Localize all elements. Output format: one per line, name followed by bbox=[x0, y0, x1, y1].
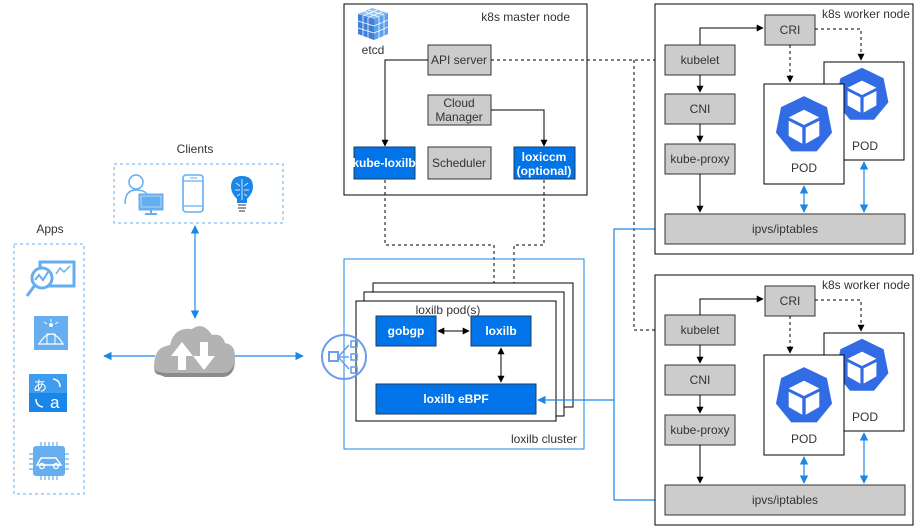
clients-label: Clients bbox=[177, 142, 214, 156]
cni-label: CNI bbox=[690, 102, 711, 116]
clients-container bbox=[113, 163, 284, 224]
kubelet-label: kubelet bbox=[681, 323, 720, 337]
translator-icon[interactable]: あ a bbox=[29, 374, 67, 412]
ai-lightbulb-icon[interactable] bbox=[231, 176, 253, 212]
apps-group: Apps あ a bbox=[13, 222, 85, 495]
automotive-chip-icon[interactable] bbox=[29, 442, 69, 480]
loxilb-label: loxilb bbox=[485, 324, 516, 338]
kubelet-cri-link bbox=[699, 295, 764, 315]
kube-proxy-box[interactable] bbox=[664, 414, 736, 446]
kubelet-label: kubelet bbox=[681, 53, 720, 67]
cloud-manager-to-loxiccm-link bbox=[491, 109, 548, 147]
pod-front-label: POD bbox=[791, 432, 817, 446]
etcd-icon[interactable] bbox=[357, 8, 389, 40]
loxilb-pod-title: loxilb pod(s) bbox=[416, 303, 481, 317]
scheduler-box[interactable] bbox=[427, 146, 492, 180]
cri-label: CRI bbox=[780, 23, 801, 37]
cri-pod-back-link bbox=[815, 28, 865, 61]
apps-container bbox=[13, 243, 85, 495]
cloud-manager-box[interactable] bbox=[427, 94, 492, 126]
loxilb-box[interactable] bbox=[470, 315, 532, 347]
kube-proxy-label: kube-proxy bbox=[670, 423, 729, 437]
mobile-phone-icon[interactable] bbox=[182, 174, 204, 213]
cloud-manager-label-2: Manager bbox=[435, 110, 482, 124]
cni-box[interactable] bbox=[664, 93, 736, 125]
loxiccm-label-2: (optional) bbox=[517, 164, 572, 178]
load-balancer-icon[interactable] bbox=[321, 334, 367, 380]
pod-front-label: POD bbox=[791, 161, 817, 175]
worker-node-title: k8s worker node bbox=[822, 278, 910, 292]
cri-label: CRI bbox=[780, 294, 801, 308]
master-node: k8s master node etcd API server Cloud Ma… bbox=[343, 3, 588, 196]
loxilb-cluster-title: loxilb cluster bbox=[511, 432, 577, 446]
kube-loxilb-to-loxilb-link bbox=[384, 180, 498, 317]
user-desktop-icon[interactable] bbox=[124, 174, 164, 215]
cri-pod-back-link bbox=[815, 299, 865, 332]
to-ipvs-1-link bbox=[613, 224, 664, 500]
kube-loxilb-label: kube-loxilb bbox=[352, 156, 415, 170]
api-to-kubelet-2-link bbox=[633, 60, 664, 334]
worker-node-2: k8s worker node kubelet CRI CNI kube-pro… bbox=[654, 274, 914, 526]
ipvs-label: ipvs/iptables bbox=[752, 222, 818, 236]
ipvs-box[interactable] bbox=[664, 484, 906, 516]
ipvs-label: ipvs/iptables bbox=[752, 493, 818, 507]
analytics-icon[interactable] bbox=[25, 260, 76, 297]
worker-node-title: k8s worker node bbox=[822, 7, 910, 21]
loxiccm-to-loxilb-link bbox=[510, 180, 545, 317]
api-server-label: API server bbox=[431, 53, 487, 67]
cloud-manager-label-1: Cloud bbox=[443, 96, 474, 110]
kubelet-cri-link bbox=[699, 24, 764, 45]
gobgp-box[interactable] bbox=[375, 315, 437, 347]
loxiccm-box[interactable] bbox=[513, 146, 576, 180]
loxilb-cluster-frame bbox=[343, 258, 585, 450]
loxiccm-label-1: loxiccm bbox=[522, 150, 567, 164]
cri-box[interactable] bbox=[764, 285, 816, 317]
api-to-kube-loxilb-link bbox=[381, 59, 428, 147]
kubelet-box[interactable] bbox=[664, 44, 736, 76]
kube-proxy-label: kube-proxy bbox=[670, 152, 729, 166]
api-server-box[interactable] bbox=[427, 44, 492, 76]
pod-back-label: POD bbox=[852, 139, 878, 153]
cni-label: CNI bbox=[690, 373, 711, 387]
svg-text:あ: あ bbox=[33, 379, 47, 395]
scheduler-label: Scheduler bbox=[432, 156, 486, 170]
ipvs-box[interactable] bbox=[664, 213, 906, 245]
master-node-title: k8s master node bbox=[481, 10, 570, 24]
cloud-up-down-icon[interactable] bbox=[154, 326, 235, 377]
loxilb-ebpf-box[interactable] bbox=[375, 383, 537, 415]
clients-group: Clients bbox=[113, 142, 284, 224]
kube-loxilb-box[interactable] bbox=[353, 146, 416, 180]
kube-proxy-box[interactable] bbox=[664, 143, 736, 175]
etcd-label: etcd bbox=[362, 43, 385, 57]
svg-text:a: a bbox=[50, 393, 60, 412]
loxilb-ebpf-label: loxilb eBPF bbox=[423, 392, 488, 406]
pod-back-label: POD bbox=[852, 410, 878, 424]
gobgp-label: gobgp bbox=[388, 324, 425, 338]
loxilb-cluster: loxilb cluster loxilb pod(s) gobgp loxil… bbox=[343, 258, 585, 450]
apps-label: Apps bbox=[36, 222, 63, 236]
worker-node-1: k8s worker node kubelet CRI CNI kube-pro… bbox=[654, 3, 914, 255]
smart-city-icon[interactable] bbox=[34, 316, 68, 350]
